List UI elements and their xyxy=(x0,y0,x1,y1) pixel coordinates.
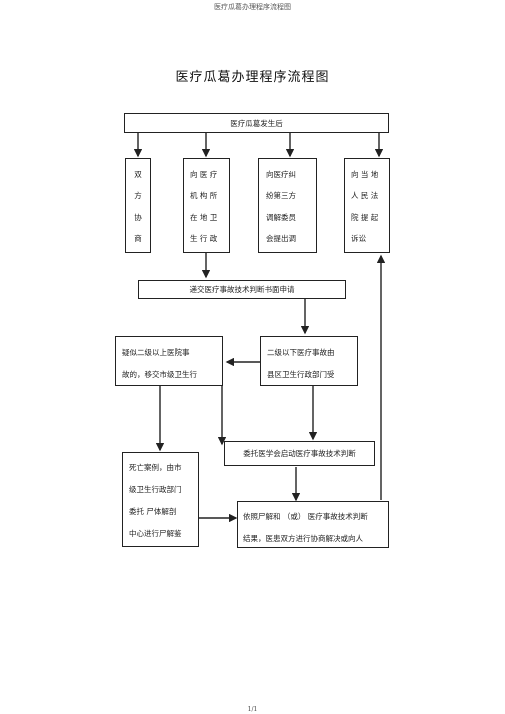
level2-upper-line: 故的，移交市级卫生行 xyxy=(122,370,197,379)
option2-line: 生 行 政 xyxy=(190,233,218,243)
application-label: 递交医疗事故技术判断书面申请 xyxy=(189,285,295,294)
page-title: 医疗瓜葛办理程序流程图 xyxy=(175,70,330,85)
option1-line: 协 xyxy=(134,212,142,222)
option4-line: 向 当 地 xyxy=(351,170,379,179)
medical-association-label: 委托医学会启动医疗事故技术判断 xyxy=(243,449,356,458)
option-negotiation-node: 双 方 协 商 xyxy=(125,158,151,253)
start-node-label: 医疗瓜葛发生后 xyxy=(230,118,283,128)
option-mediation-node: 向医疗纠 纷第三方 调解委员 会提出调 xyxy=(258,158,317,253)
result-line: 结果，医患双方进行协商解决或向人 xyxy=(243,534,363,543)
level2-lower-line: 二级以下医疗事故由 xyxy=(267,348,335,357)
start-node: 医疗瓜葛发生后 xyxy=(124,113,389,133)
option3-line: 纷第三方 xyxy=(266,191,296,201)
application-node: 递交医疗事故技术判断书面申请 xyxy=(138,280,346,299)
option4-line: 院 提 起 xyxy=(351,212,379,222)
death-case-line: 委托 尸体解剖 xyxy=(129,507,177,516)
death-case-line: 级卫生行政部门 xyxy=(129,485,182,494)
level2-lower-node: 二级以下医疗事故由 县区卫生行政部门受 xyxy=(260,336,358,386)
medical-association-node: 委托医学会启动医疗事故技术判断 xyxy=(224,441,375,466)
option2-line: 机 构 所 xyxy=(190,191,218,201)
option-health-admin-node: 向 医 疗 机 构 所 在 地 卫 生 行 政 xyxy=(183,158,230,253)
death-case-node: 死亡案例，由市 级卫生行政部门 委托 尸体解剖 中心进行尸解鉴 xyxy=(122,452,199,547)
option4-line: 人 民 法 xyxy=(351,191,379,201)
level2-lower-line: 县区卫生行政部门受 xyxy=(267,370,335,379)
level2-upper-node: 疑似二级以上医院事 故的，移交市级卫生行 xyxy=(115,336,223,386)
result-line: 依照尸解和 （或） 医疗事故技术判断 xyxy=(243,512,368,521)
option4-line: 诉讼 xyxy=(351,233,366,243)
level2-upper-line: 疑似二级以上医院事 xyxy=(122,348,190,357)
option3-line: 调解委员 xyxy=(266,212,296,222)
result-node: 依照尸解和 （或） 医疗事故技术判断 结果，医患双方进行协商解决或向人 xyxy=(237,501,389,548)
page-header: 医疗瓜葛办理程序流程图 xyxy=(214,3,291,11)
option-court-node: 向 当 地 人 民 法 院 提 起 诉讼 xyxy=(344,158,390,253)
option1-line: 商 xyxy=(134,233,142,243)
option1-line: 双 xyxy=(134,170,142,179)
option3-line: 会提出调 xyxy=(266,233,296,243)
death-case-line: 中心进行尸解鉴 xyxy=(129,529,182,538)
option2-line: 向 医 疗 xyxy=(190,170,218,179)
option2-line: 在 地 卫 xyxy=(190,212,218,222)
option1-line: 方 xyxy=(134,191,142,201)
death-case-line: 死亡案例，由市 xyxy=(129,463,182,472)
option3-line: 向医疗纠 xyxy=(266,170,296,179)
page-number: 1/1 xyxy=(247,706,258,713)
